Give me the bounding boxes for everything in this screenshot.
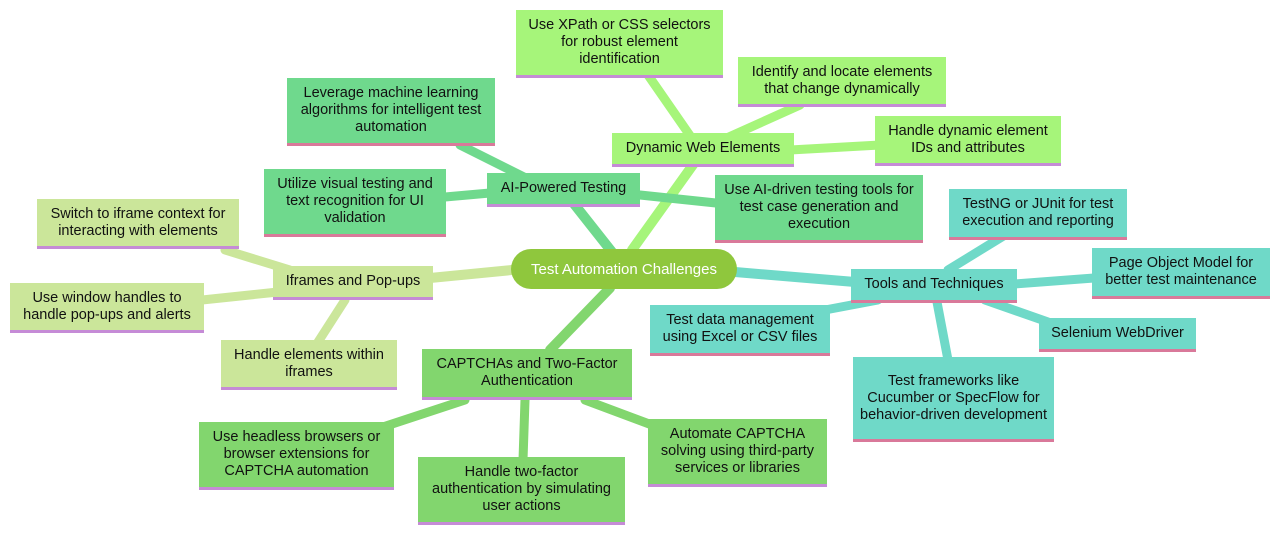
edge-captcha-automate <box>580 395 665 433</box>
edge-tools-pom <box>1010 273 1099 289</box>
leaf-dynamic-ids-attributes[interactable]: Handle dynamic element IDs and attribute… <box>875 116 1061 166</box>
edge-tools-testng <box>943 230 1010 275</box>
leaf-xpath-css-selectors[interactable]: Use XPath or CSS selectors for robust el… <box>516 10 723 78</box>
edge-iframes-window <box>197 287 283 305</box>
leaf-test-data-management[interactable]: Test data management using Excel or CSV … <box>650 305 830 356</box>
leaf-selenium-webdriver[interactable]: Selenium WebDriver <box>1039 318 1196 352</box>
leaf-captcha-third-party[interactable]: Automate CAPTCHA solving using third-par… <box>648 419 827 487</box>
leaf-identify-dynamic-elements[interactable]: Identify and locate elements that change… <box>738 57 946 107</box>
leaf-two-factor-simulation[interactable]: Handle two-factor authentication by simu… <box>418 457 625 525</box>
edge-iframes-within <box>313 295 350 347</box>
edge-ai-visual <box>440 188 495 202</box>
leaf-test-frameworks-bdd[interactable]: Test frameworks like Cucumber or SpecFlo… <box>853 357 1054 442</box>
edge-ai-tools <box>635 190 721 208</box>
leaf-headless-browsers[interactable]: Use headless browsers or browser extensi… <box>199 422 394 490</box>
edge-root-dynamic <box>627 150 705 255</box>
edge-captcha-headless <box>375 395 470 433</box>
leaf-testng-junit[interactable]: TestNG or JUnit for test execution and r… <box>949 189 1127 240</box>
leaf-ai-driven-tools[interactable]: Use AI-driven testing tools for test cas… <box>715 175 923 243</box>
branch-iframes-popups[interactable]: Iframes and Pop-ups <box>273 266 433 300</box>
root-node[interactable]: Test Automation Challenges <box>511 249 737 289</box>
edge-tools-frameworks <box>932 297 953 365</box>
leaf-window-handles[interactable]: Use window handles to handle pop-ups and… <box>10 283 204 333</box>
leaf-switch-iframe-context[interactable]: Switch to iframe context for interacting… <box>37 199 239 249</box>
edge-dynamic-ids <box>785 140 885 155</box>
leaf-elements-within-iframes[interactable]: Handle elements within iframes <box>221 340 397 390</box>
leaf-page-object-model[interactable]: Page Object Model for better test mainte… <box>1092 248 1270 299</box>
edge-tools-selenium <box>980 295 1053 327</box>
branch-dynamic-web-elements[interactable]: Dynamic Web Elements <box>612 133 794 167</box>
leaf-machine-learning[interactable]: Leverage machine learning algorithms for… <box>287 78 495 146</box>
branch-captcha-two-factor[interactable]: CAPTCHAs and Two-Factor Authentication <box>422 349 632 400</box>
edge-root-tools <box>730 267 860 287</box>
edge-root-iframes <box>425 265 517 283</box>
leaf-visual-testing[interactable]: Utilize visual testing and text recognit… <box>264 169 446 237</box>
branch-ai-powered-testing[interactable]: AI-Powered Testing <box>487 173 640 207</box>
branch-tools-techniques[interactable]: Tools and Techniques <box>851 269 1017 303</box>
edge-captcha-twofactor <box>518 395 530 465</box>
edge-root-captcha <box>545 283 615 355</box>
